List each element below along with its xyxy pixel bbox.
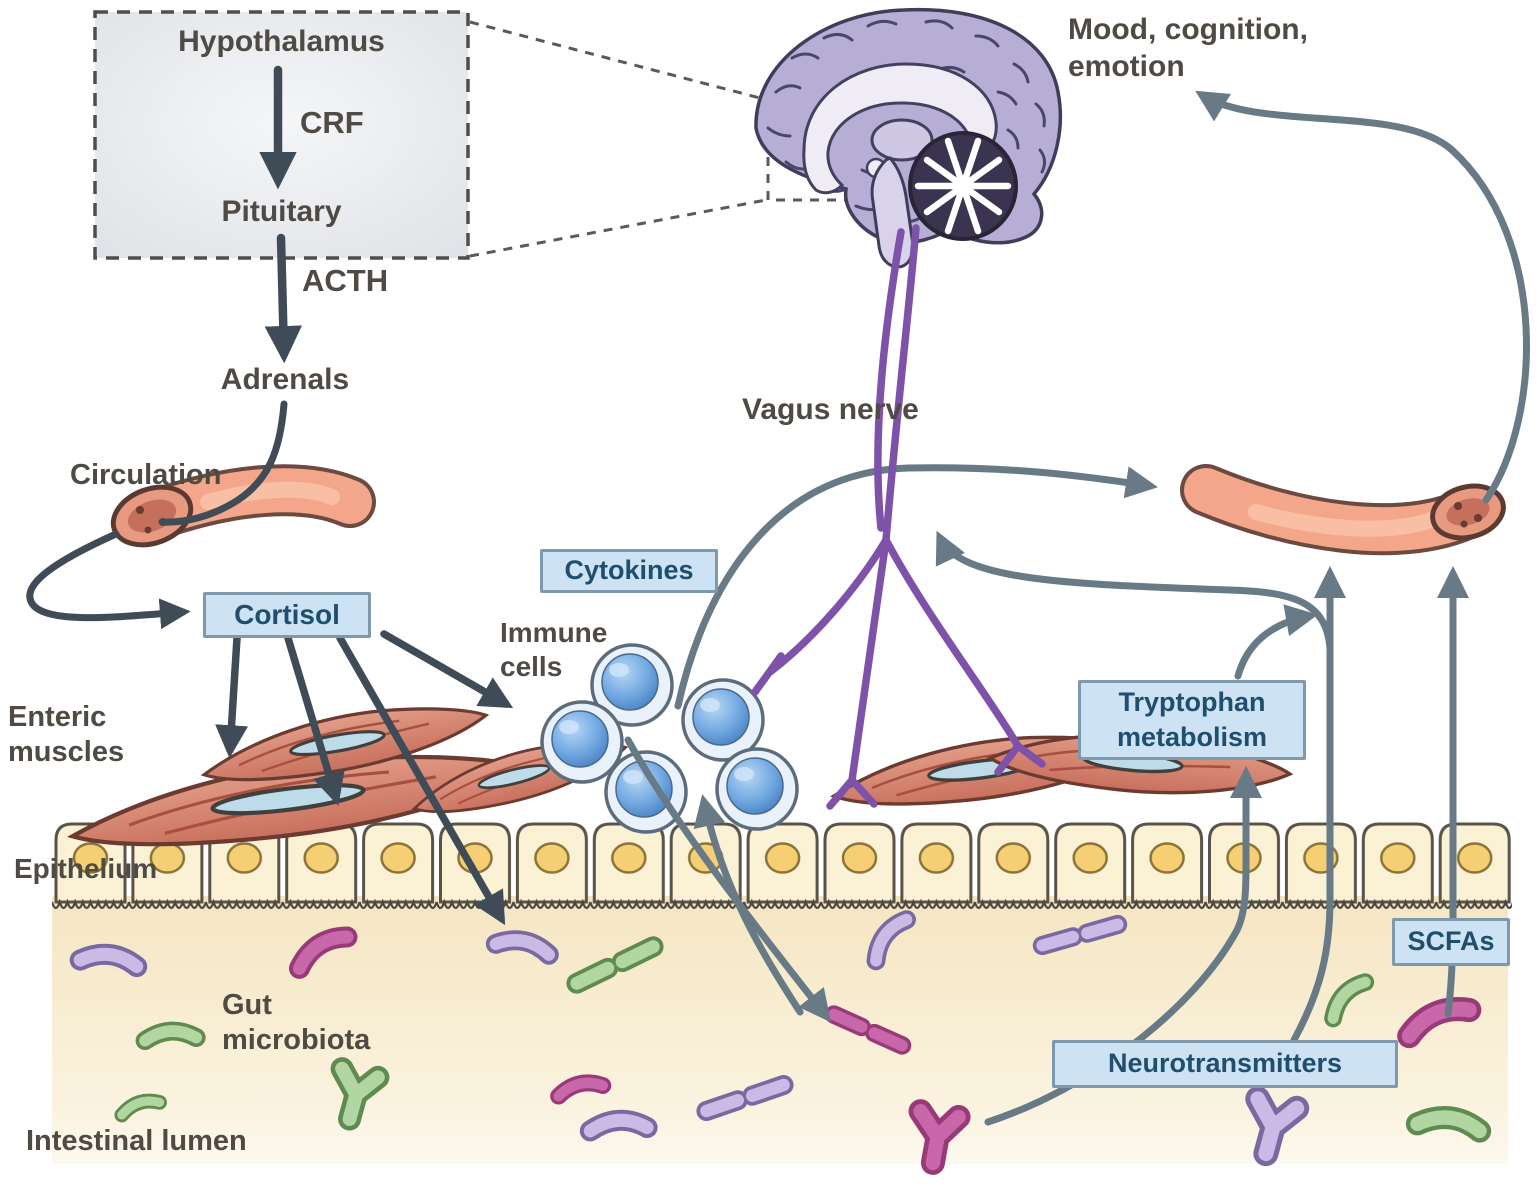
label-crf: CRF xyxy=(300,105,364,140)
arrow-cortisol-to-enteric-muscle-1 xyxy=(215,634,249,759)
vagus-branch-to-epithelium xyxy=(826,536,890,810)
label-epithelium: Epithelium xyxy=(14,853,158,884)
arrow-microbiota-to-tryptophan xyxy=(984,765,1263,1126)
blood-vessel-right xyxy=(1180,464,1506,556)
arrow-cortisol-to-lumen xyxy=(336,634,506,926)
arrow-cortisol-to-immune-cells xyxy=(380,630,514,709)
vagus-trunk xyxy=(874,228,905,532)
thalamus xyxy=(870,118,934,162)
corpus-callosum xyxy=(802,62,998,195)
arrow-immune-cells-to-microbiota xyxy=(624,736,831,1023)
arrow-circulation-to-cortisol xyxy=(26,530,191,630)
label-mood-cognition-emotion: Mood, cognition, emotion xyxy=(1068,13,1308,83)
hpa-arrows-dark xyxy=(26,65,514,926)
line-adrenals-to-circulation xyxy=(158,400,288,526)
label-circulation: Circulation xyxy=(70,459,222,491)
arrow-acth xyxy=(264,233,302,364)
vagus-trunk xyxy=(882,224,920,544)
cortisol-label-box: Cortisol xyxy=(203,592,371,638)
arrow-circulation-to-mood xyxy=(1195,90,1530,504)
cerebellum xyxy=(908,131,1018,241)
label-pituitary: Pituitary xyxy=(221,195,342,228)
vagus-branch-to-immune xyxy=(766,536,890,676)
label-gut-microbiota: Gut microbiota xyxy=(222,989,371,1057)
blood-vessel-left xyxy=(110,464,376,548)
label-immune-cells: Immune cells xyxy=(500,617,608,683)
label-intestinal-lumen: Intestinal lumen xyxy=(26,1125,247,1157)
brain-illustration xyxy=(754,7,1062,269)
label-adrenals: Adrenals xyxy=(220,363,350,396)
label-enteric-muscles: Enteric muscles xyxy=(8,701,125,769)
immune-cell xyxy=(715,747,799,831)
arrow-neurotransmitters-to-circulation xyxy=(1290,565,1347,1044)
scfas-label-box: SCFAs xyxy=(1392,918,1510,966)
arrow-tryptophan-to-circulation xyxy=(1234,604,1318,680)
arrow-cortisol-to-enteric-muscle-2 xyxy=(284,634,345,806)
vagus-branch-to-muscle xyxy=(882,536,1046,776)
label-acth: ACTH xyxy=(302,263,389,298)
arrow-cytokines-to-circulation xyxy=(674,464,1158,710)
immune-cell xyxy=(540,700,624,784)
label-hypothalamus: Hypothalamus xyxy=(178,25,385,58)
vagus-inhibitory-ending xyxy=(751,652,785,696)
tryptophan-metabolism-label-box: Tryptophan metabolism xyxy=(1078,680,1306,760)
cytokines-label-box: Cytokines xyxy=(540,549,718,593)
label-vagus-nerve: Vagus nerve xyxy=(742,393,919,426)
vagus-nerve-fibers xyxy=(751,224,1046,810)
neurotransmitters-label-box: Neurotransmitters xyxy=(1052,1040,1398,1088)
